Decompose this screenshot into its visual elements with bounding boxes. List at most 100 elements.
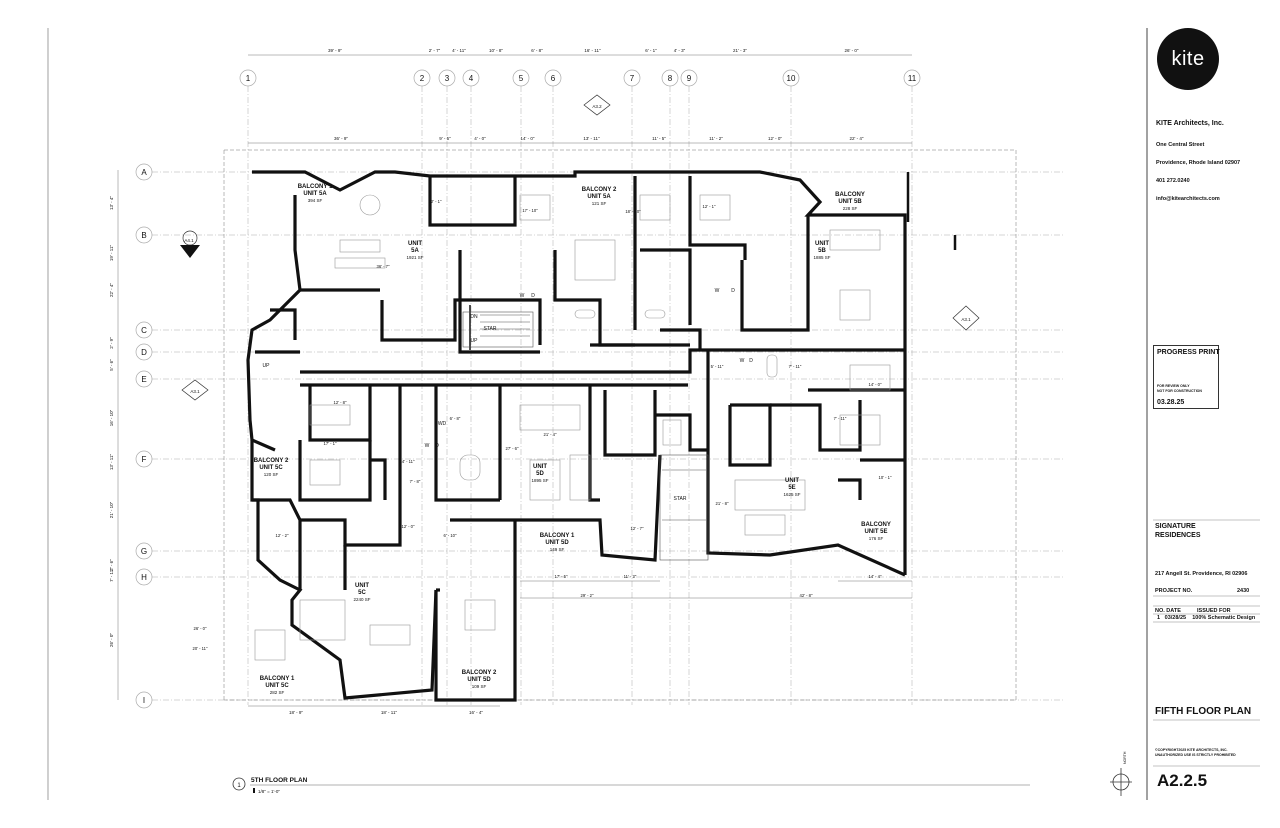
dimension-label: 26' - 0" [845, 48, 859, 53]
space-unit: UNIT 5D [545, 540, 569, 546]
room-dimension: 36' - 7" [377, 264, 391, 269]
space-unit: 5C [358, 590, 366, 596]
section-tag-label-1: A4.1 [184, 238, 194, 243]
room-label: UP [263, 363, 271, 369]
issue-row: 1 03/28/25 100% Schematic Design [1157, 615, 1255, 621]
space-name: BALCONY 2 [582, 187, 617, 193]
room-dimension: 12' - 1" [703, 204, 717, 209]
room-dimension: 12' - 1" [429, 199, 443, 204]
grid-bubble-col [623, 69, 641, 87]
grid-row-label: B [141, 231, 146, 240]
grid-bubble-row [135, 542, 153, 560]
grid-row-label: C [141, 326, 147, 335]
room-dimension: 14' - 11" [399, 459, 415, 464]
grid-column-label: 10 [787, 74, 796, 83]
space-area: 1885 SF [813, 255, 830, 260]
room-dimension: 14' - 4" [869, 574, 883, 579]
dimension-label: 16' - 4" [469, 710, 483, 715]
dimension-label: 2' - 9" [109, 337, 114, 349]
space-unit: UNIT 5B [838, 199, 862, 205]
top-dimensions-inner: 36' - 9"9' - 5"4' - 0"14' - 0"13' - 11"1… [334, 136, 864, 141]
grid-bubble-col [544, 69, 562, 87]
dimension-label: 11' - 5" [652, 136, 666, 141]
dimension-label: 2' - 6" [109, 559, 114, 571]
room-dimension: 14' - 0" [869, 382, 883, 387]
room-label: D [731, 288, 735, 294]
space-area: 2240 SF [353, 597, 370, 602]
dimension-label: 39' - 9" [328, 48, 342, 53]
grid-row-label: G [141, 547, 147, 556]
progress-print-box [1153, 345, 1219, 409]
dimension-label: 36' - 9" [334, 136, 348, 141]
space-unit: UNIT 5A [303, 191, 327, 197]
firm-address-line: info@kitearchitects.com [1156, 196, 1220, 202]
grid-bubble-col [438, 69, 456, 87]
space-name: UNIT [355, 583, 369, 589]
grid-bubble-row [135, 343, 153, 361]
space-area: 1921 SF [406, 255, 423, 260]
grid-column-label: 8 [668, 74, 673, 83]
room-dimension: 20' - 11" [192, 646, 208, 651]
room-dimension: 12' - 2" [276, 533, 290, 538]
room-dimension: 21' - 8" [716, 501, 730, 506]
space-area: 282 SF [270, 690, 285, 695]
space-area: 1895 SF [531, 478, 548, 483]
grid-row-label: F [142, 455, 147, 464]
dimension-label: 22' - 4" [850, 136, 864, 141]
room-dimension: 42' - 8" [800, 593, 814, 598]
grid-column-label: 5 [519, 74, 524, 83]
space-area: 121 SF [592, 201, 607, 206]
dimension-label: 13' - 11" [109, 454, 114, 471]
drawing-title [232, 777, 1030, 793]
space-area: 109 SF [472, 684, 487, 689]
space-area: 149 SF [550, 547, 565, 552]
grid-row-label: A [141, 168, 147, 177]
grid-column-label: 4 [469, 74, 474, 83]
space-unit: 5E [788, 485, 795, 491]
room-label: D [531, 293, 535, 299]
room-dimension: 7' - 11" [789, 364, 802, 369]
room-label: D [749, 358, 753, 364]
issue-date: 03/28/25 [1164, 615, 1187, 621]
dimension-label: 13' - 11" [583, 136, 600, 141]
space-name: UNIT [785, 478, 799, 484]
issue-table-header: NO. DATE [1155, 608, 1181, 614]
project-number-label: PROJECT NO. [1155, 588, 1193, 594]
space-unit: 5B [818, 248, 826, 254]
room-label: WD [438, 421, 447, 427]
room-label: W [740, 358, 745, 364]
drawing-title-marker: 1 [237, 783, 241, 789]
space-unit: 5A [411, 248, 419, 254]
dimension-label: 6' - 1" [645, 48, 657, 53]
space-area: 228 SF [843, 206, 858, 211]
room-dimension: 10' - 1" [879, 475, 893, 480]
exterior-walls [246, 170, 957, 702]
space-unit: UNIT 5D [467, 677, 491, 683]
grid-column-label: 11 [908, 74, 917, 83]
grid-column-label: 9 [687, 74, 692, 83]
dimension-label: 12' - 0" [768, 136, 782, 141]
space-name: BALCONY [861, 522, 891, 528]
dimension-label: 16' - 11" [584, 48, 601, 53]
dimension-label: 13' - 4" [109, 196, 114, 210]
room-label: STAR [484, 326, 497, 332]
grid-bubble-col [680, 69, 698, 87]
grid-bubble-col [239, 69, 257, 87]
space-unit: UNIT 5C [265, 683, 289, 689]
room-label: W [520, 293, 525, 299]
room-dimension: 11' - 3" [624, 574, 637, 579]
grid-bubble-row [135, 568, 153, 586]
dimension-label: 21' - 10" [109, 501, 114, 518]
project-name: SIGNATURE RESIDENCES [1155, 523, 1201, 539]
room-dimension: 12' - 7" [631, 526, 645, 531]
grid-column-label: 2 [420, 74, 425, 83]
room-dimension: 17' - 5" [555, 574, 569, 579]
sheet-title: FIFTH FLOOR PLAN [1155, 706, 1252, 717]
room-dimension: 17' - 1" [324, 441, 338, 446]
room-dimension: 7' - 11" [834, 416, 847, 421]
grid-bubble-row [135, 450, 153, 468]
firm-logo: kite [1157, 28, 1219, 90]
firm-name: KITE Architects, Inc. [1156, 120, 1224, 127]
